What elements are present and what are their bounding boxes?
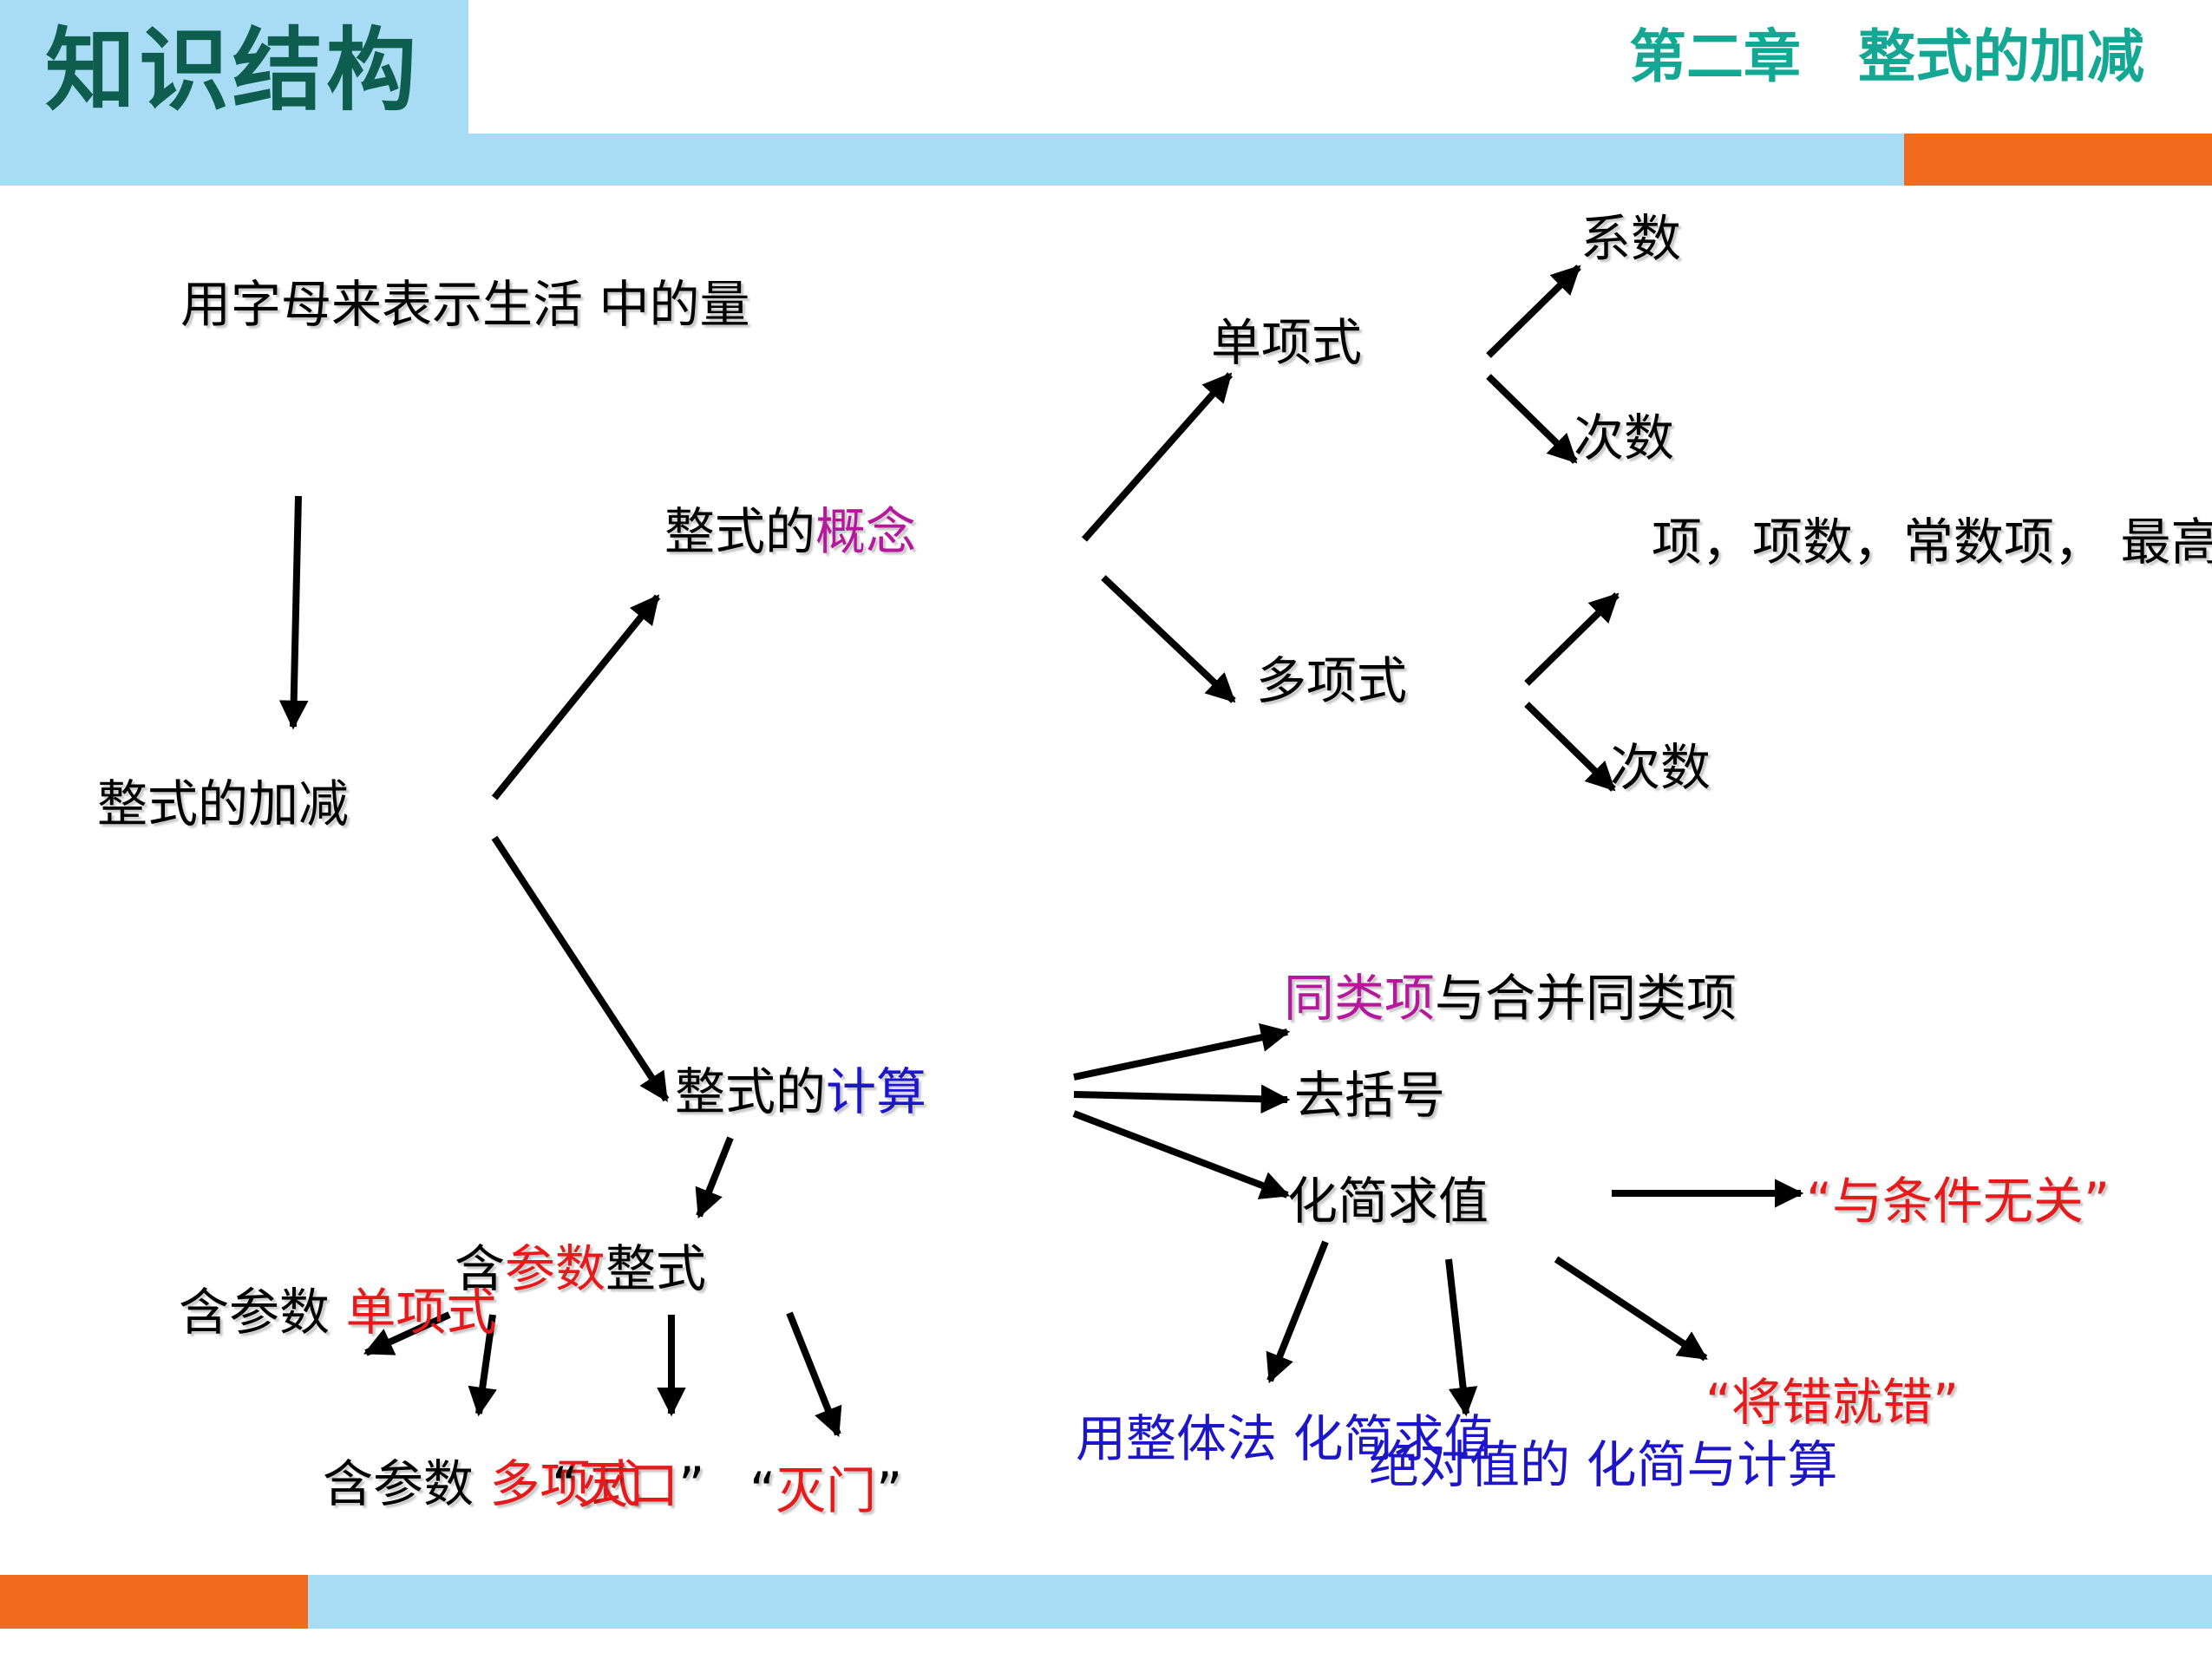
concept-node: 整式的概念 (664, 498, 916, 565)
mistake-node: “将错就错” (1705, 1373, 1960, 1432)
param-post: 整式 (605, 1239, 707, 1298)
param-poly-line-1: 含参数 (323, 1454, 474, 1513)
top-note-line-1: 用字母来表示生活 (180, 275, 584, 334)
arrow-monomial-to-degree (1486, 374, 1578, 464)
arrow-simplify-to-mistake (1554, 1256, 1708, 1362)
concept-prefix: 整式的 (664, 502, 816, 561)
arrow-calc-to-simplify (1072, 1110, 1291, 1199)
concept-highlight: 概念 (815, 502, 917, 561)
poly-degree-node: 次数 (1610, 738, 1711, 797)
poly-terms-node: 项，项数，常数项， 最高次项 (1652, 508, 2212, 576)
abs-value-line-2: 化简与计算 (1586, 1435, 1838, 1494)
arrow-calc-to-brackets (1073, 1084, 1291, 1114)
top-note-line-2: 中的量 (599, 275, 750, 334)
brackets-node: 去括号 (1294, 1066, 1446, 1125)
page-title: 知识结构 (45, 17, 421, 123)
miemen-node: “灭门” (749, 1457, 902, 1525)
root-node: 整式的加减 (97, 774, 350, 833)
arrow-polynomial-to-terms (1524, 592, 1620, 686)
top-note: 用字母来表示生活 中的量 (180, 271, 749, 338)
miekou-word: 灭口 (578, 1456, 679, 1515)
like-terms-node: 同类项与合并同类项 (1284, 964, 1737, 1032)
calc-node: 整式的计算 (675, 1058, 926, 1126)
title-background (0, 0, 468, 134)
miemen-open-quote: “ (749, 1461, 776, 1520)
param-mono-node: 含参数 单项式 (179, 1278, 496, 1346)
arrow-root-to-calc (491, 835, 670, 1102)
arrow-calc-to-like-terms (1073, 1022, 1291, 1081)
coefficient-node: 系数 (1580, 209, 1682, 268)
miemen-word: 灭门 (776, 1461, 877, 1520)
calc-highlight: 计算 (826, 1062, 927, 1121)
miemen-close-quote: ” (876, 1461, 903, 1520)
chapter-title: 第二章 整式的加减 (1629, 23, 2144, 90)
mono-degree-node: 次数 (1574, 408, 1675, 467)
arrow-monomial-to-coefficient (1486, 265, 1581, 358)
like-terms-rest: 与合并同类项 (1435, 969, 1738, 1028)
arrow-param-to-poly (468, 1314, 497, 1417)
arrow-root-to-concept (491, 594, 661, 800)
abs-value-node: 绝对值的 化简与计算 (1369, 1431, 1837, 1499)
param-highlight: 参数 (505, 1239, 606, 1298)
bottom-orange-accent (0, 1575, 308, 1629)
monomial-node: 单项式 (1211, 313, 1363, 372)
poly-terms-line-2: 最高次项 (2120, 513, 2212, 572)
whole-method-line-2: 化简求值 (1293, 1409, 1495, 1468)
like-terms-highlight: 同类项 (1284, 969, 1436, 1028)
miekou-node: “灭口” (552, 1452, 704, 1519)
top-band (0, 134, 2212, 186)
param-poly-line-2: 多项式 (489, 1454, 641, 1513)
whole-method-node: 用整体法 化简求值 (1076, 1405, 1494, 1473)
abs-value-line-1: 绝对值的 (1369, 1435, 1571, 1494)
miekou-close-quote: ” (678, 1456, 705, 1515)
arrow-calc-to-param (695, 1136, 734, 1219)
arrow-concept-to-polynomial (1101, 575, 1236, 703)
arrow-param-to-mono (363, 1311, 451, 1356)
arrow-note-to-root (278, 495, 309, 730)
top-orange-accent (1904, 134, 2212, 186)
arrow-param-to-miemen (786, 1311, 842, 1438)
arrow-concept-to-monomial (1082, 372, 1233, 542)
param-pre: 含 (455, 1239, 506, 1298)
calc-prefix: 整式的 (675, 1062, 827, 1121)
param-mono-line-2: 单项式 (345, 1283, 497, 1342)
arrow-simplify-to-abs (1445, 1258, 1478, 1417)
arrow-polynomial-to-degree (1524, 702, 1616, 792)
whole-method-line-1: 用整体法 (1076, 1409, 1278, 1468)
poly-terms-line-1: 项，项数，常数项， (1652, 513, 2105, 572)
independent-node: “与条件无关” (1806, 1172, 2111, 1231)
polynomial-node: 多项式 (1256, 651, 1408, 710)
arrow-simplify-to-whole (1266, 1240, 1329, 1384)
bottom-band (0, 1575, 2212, 1629)
param-node: 含参数整式 (455, 1235, 706, 1303)
param-poly-node: 含参数 多项式 (323, 1450, 640, 1518)
miekou-open-quote: “ (552, 1456, 579, 1515)
param-mono-line-1: 含参数 (179, 1283, 330, 1342)
simplify-node: 化简求值 (1287, 1172, 1489, 1231)
